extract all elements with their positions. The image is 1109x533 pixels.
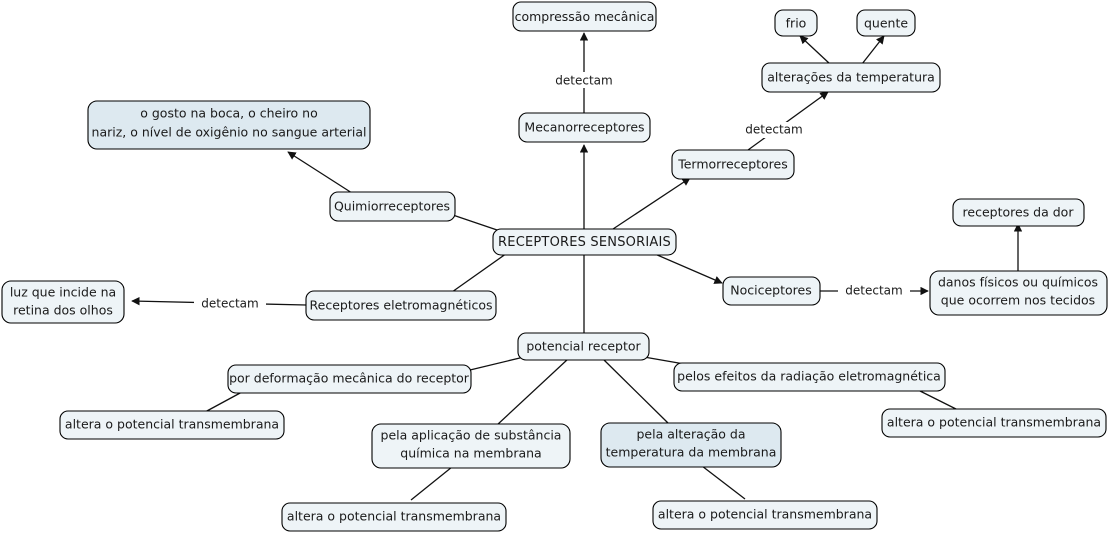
node-deformacao-mecanica[interactable]: por deformação mecânica do receptor [227,364,472,394]
node-aplicacao-substancia[interactable]: pela aplicação de substância química na … [371,423,571,469]
edge-label-termorreceptores-detectam: detectam [745,123,802,137]
node-label-altera-potencial-2: altera o potencial transmembrana [287,509,501,524]
node-frio[interactable]: frio [774,9,818,37]
node-label-luz-retina-line2: retina dos olhos [13,303,113,318]
edge-temperatura-quente [861,35,885,65]
node-label-aplicacao-substancia-line2: química na membrana [400,446,541,461]
node-label-quimiorreceptores: Quimiorreceptores [334,199,450,214]
node-luz-retina-olhos[interactable]: luz que incide na retina dos olhos [1,280,125,324]
node-label-receptores-sensoriais: RECEPTORES SENSORIAIS [498,235,671,250]
node-label-termorreceptores: Termorreceptores [677,157,788,172]
node-label-luz-retina-line1: luz que incide na [10,285,116,300]
edge-central-nociceptores [647,250,723,284]
node-label-alteracao-temperatura-line2: temperatura da membrana [606,445,777,460]
node-label-radiacao-eletromagnetica: pelos efeitos da radiação eletromagnétic… [677,369,941,384]
edge-potencial-deformacao [469,356,525,371]
node-mecanorreceptores[interactable]: Mecanorreceptores [518,112,651,143]
node-alteracao-temperatura-membrana[interactable]: pela alteração da temperatura da membran… [600,422,782,468]
node-label-danos-fisicos-line1: danos físicos ou químicos [938,275,1098,290]
edge-quimiorreceptores-gosto [287,151,353,194]
edge-deformacao-altera1 [204,391,243,413]
node-label-aplicacao-substancia-line1: pela aplicação de substância [381,428,562,443]
node-quimiorreceptores[interactable]: Quimiorreceptores [329,191,456,222]
edge-alteracao-altera3 [701,465,746,500]
edge-label-mecanorreceptores-detectam: detectam [555,74,612,88]
edge-label-nociceptores-detectam: detectam [845,284,902,298]
node-nociceptores[interactable]: Nociceptores [722,276,821,306]
node-receptores-da-dor[interactable]: receptores da dor [952,198,1085,227]
node-label-mecanorreceptores: Mecanorreceptores [524,120,644,135]
node-altera-potencial-2[interactable]: altera o potencial transmembrana [281,502,507,532]
node-termorreceptores[interactable]: Termorreceptores [671,149,795,180]
edge-label-eletromagneticos-detectam: detectam [201,297,258,311]
node-label-potencial-receptor: potencial receptor [526,339,641,354]
edge-label-layer: detectam detectam detectam detectam [194,72,910,312]
node-label-gosto-cheiro-line2: nariz, o nível de oxigênio no sangue art… [92,125,367,140]
node-altera-potencial-3[interactable]: altera o potencial transmembrana [652,500,878,530]
edge-potencial-alteracao-temp [602,358,669,424]
node-label-alteracoes-da-temperatura: alterações da temperatura [767,70,935,85]
node-label-danos-fisicos-line2: que ocorrem nos tecidos [941,293,1095,308]
node-altera-potencial-1[interactable]: altera o potencial transmembrana [59,410,285,440]
node-radiacao-eletromagnetica[interactable]: pelos efeitos da radiação eletromagnétic… [673,362,946,392]
node-quente[interactable]: quente [856,9,916,37]
node-label-quente: quente [864,16,908,31]
node-label-gosto-cheiro-line1: o gosto na boca, o cheiro no [140,106,318,121]
edge-central-eletromagneticos [451,250,511,293]
node-compressao-mecanica[interactable]: compressão mecânica [512,1,657,32]
edge-aplicacao-altera2 [410,466,453,501]
node-danos-fisicos-quimicos[interactable]: danos físicos ou químicos que ocorrem no… [929,270,1108,316]
edge-central-termorreceptores [609,177,691,232]
node-label-receptores-da-dor: receptores da dor [963,205,1075,220]
node-label-frio: frio [786,16,807,31]
edge-termorreceptores-temperatura [747,91,829,151]
node-label-altera-potencial-3: altera o potencial transmembrana [658,507,872,522]
node-receptores-eletromagneticos[interactable]: Receptores eletromagnéticos [305,290,497,321]
node-gosto-cheiro-oxigenio[interactable]: o gosto na boca, o cheiro no nariz, o ní… [87,100,371,150]
node-alteracoes-da-temperatura[interactable]: alterações da temperatura [761,62,941,93]
node-potencial-receptor[interactable]: potencial receptor [517,332,650,361]
node-label-altera-potencial-1: altera o potencial transmembrana [65,417,279,432]
node-label-alteracao-temperatura-line1: pela alteração da [636,427,745,442]
node-label-nociceptores: Nociceptores [730,283,811,298]
node-receptores-sensoriais[interactable]: RECEPTORES SENSORIAIS [492,228,677,256]
node-label-deformacao-mecanica: por deformação mecânica do receptor [229,371,470,386]
edge-temperatura-frio [799,35,831,65]
node-label-receptores-eletromagneticos: Receptores eletromagnéticos [310,298,493,313]
node-label-compressao-mecanica: compressão mecânica [515,9,655,24]
node-label-altera-potencial-4: altera o potencial transmembrana [887,415,1101,430]
edge-potencial-aplicacao [496,358,569,426]
node-altera-potencial-4[interactable]: altera o potencial transmembrana [881,408,1107,438]
